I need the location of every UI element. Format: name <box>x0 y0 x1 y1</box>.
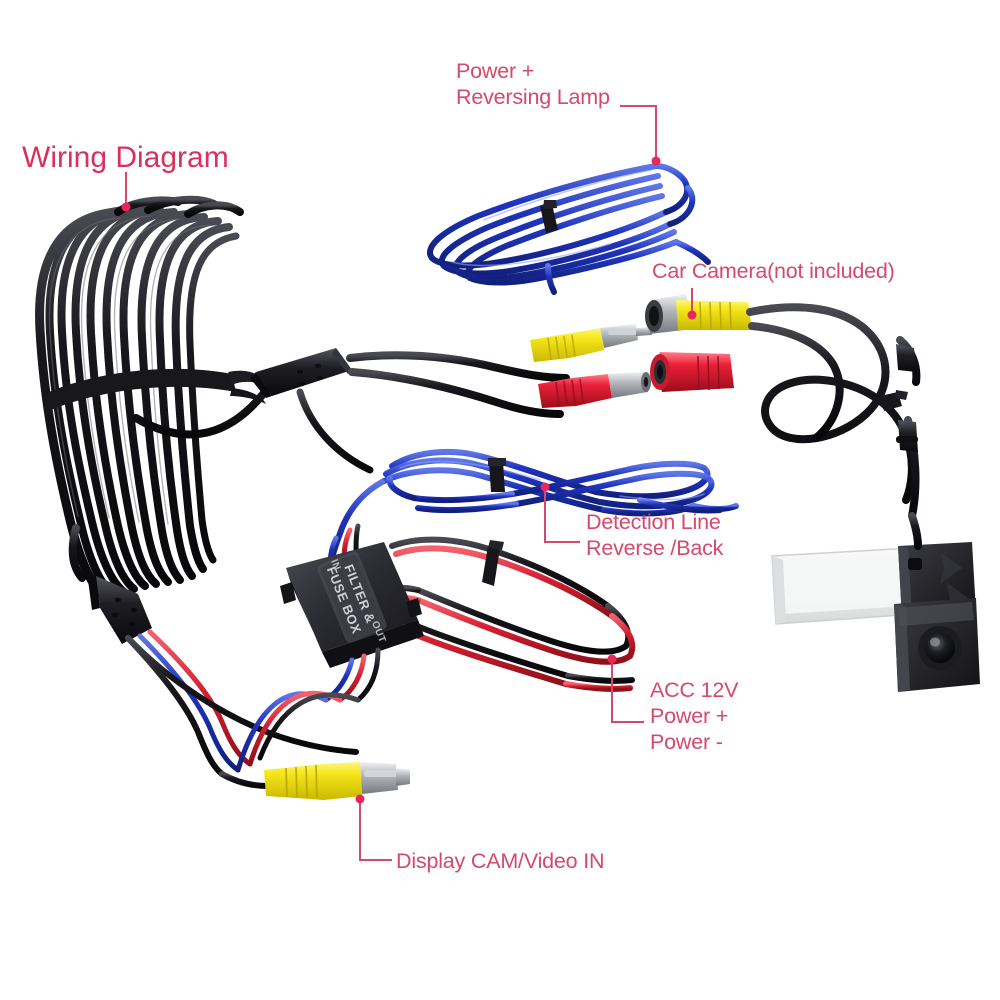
rear-view-camera-module <box>771 512 980 692</box>
video-extension-cable-coil <box>35 195 268 605</box>
dot-car-camera <box>687 310 697 320</box>
rca-male-connector-yellow <box>530 324 652 362</box>
dot-display-cam <box>355 794 365 804</box>
video-cable-to-lower-connector <box>68 524 86 582</box>
inline-connector-lower <box>88 576 152 644</box>
callout-car-camera: Car Camera(not included) <box>652 259 895 283</box>
callout-leaders <box>125 105 693 861</box>
leader-display-cam <box>359 800 392 861</box>
callout-detection-line: Detection Line Reverse /Back <box>586 510 724 561</box>
cable-tie-camera-lead <box>880 390 908 411</box>
page-title: Wiring Diagram <box>22 141 229 174</box>
leader-reversing-lamp <box>620 105 657 162</box>
dot-acc-12v <box>607 654 617 664</box>
dot-reversing-lamp <box>651 156 661 166</box>
callout-display-cam-video-in: Display CAM/Video IN <box>396 849 605 873</box>
callout-acc-12v: ACC 12V Power + Power - <box>650 678 739 755</box>
leader-acc-12v <box>611 660 644 723</box>
cable-tie-reversing-lamp <box>540 200 558 233</box>
leader-detection-line <box>544 489 580 543</box>
reversing-lamp-wire-coil <box>427 163 711 295</box>
inline-connector-upper <box>250 348 352 398</box>
video-branch-wires <box>346 351 570 418</box>
detection-line-wire-coil <box>379 448 739 517</box>
camera-lead-cable <box>746 303 921 520</box>
dc-power-female-connector-red <box>650 352 734 392</box>
dc-power-male-connector-red <box>538 372 651 408</box>
cable-tie-detection-line <box>488 458 506 492</box>
filter-box-port-in: IN <box>328 558 342 572</box>
cable-tie-acc-power <box>482 540 504 586</box>
lower-wires-to-filter-box <box>219 690 361 789</box>
filter-fuse-box: FILTER & FUSE BOX IN OUT <box>280 523 424 703</box>
callout-dots <box>121 156 697 804</box>
dot-title <box>121 202 131 212</box>
callout-power-reversing-lamp: Power + Reversing Lamp <box>456 59 610 110</box>
rca-female-connector-yellow <box>645 294 752 334</box>
camera-lead-inline-connector <box>896 344 918 452</box>
dot-detection-line <box>540 482 550 492</box>
rca-male-connector-display <box>264 762 410 800</box>
video-cable-branch-down <box>296 388 374 474</box>
